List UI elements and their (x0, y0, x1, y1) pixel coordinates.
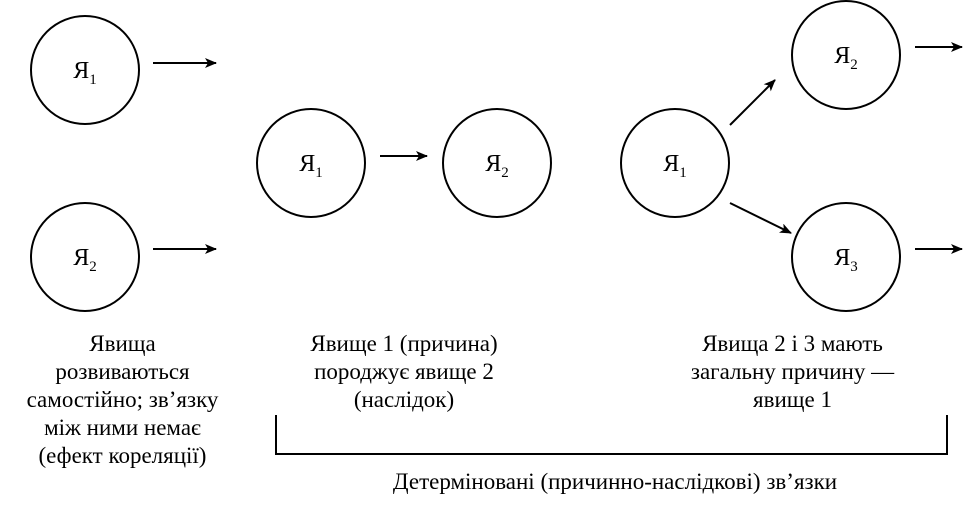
svg-text:Я2: Я2 (73, 245, 97, 275)
svg-text:Я1: Я1 (73, 58, 97, 88)
caption-causal: Явище 1 (причина) породжує явище 2 (насл… (310, 331, 498, 412)
node-ya1-independent: Я1 (30, 15, 140, 125)
svg-text:Я2: Я2 (834, 43, 858, 73)
arrow-ya1-to-ya2-branch (729, 79, 776, 126)
deterministic-bracket (275, 415, 948, 455)
node-ya2-effect: Я2 (442, 108, 552, 218)
arrow-ya1-to-ya3-branch (729, 202, 792, 234)
bracket-label: Детерміновані (причинно-наслідкові) зв’я… (392, 469, 838, 494)
node-ya1-cause: Я1 (256, 108, 366, 218)
node-ya2-independent: Я2 (30, 202, 140, 312)
caption-independent: Явища розвиваються самостійно; зв’язку м… (26, 331, 219, 468)
svg-text:Я2: Я2 (485, 151, 509, 181)
node-ya2-common: Я2 (791, 0, 901, 110)
node-ya3-common: Я3 (791, 202, 901, 312)
svg-text:Я1: Я1 (299, 151, 323, 181)
node-ya1-common-cause: Я1 (620, 108, 730, 218)
svg-text:Я1: Я1 (663, 151, 687, 181)
svg-text:Я3: Я3 (834, 245, 858, 275)
caption-common-cause: Явища 2 і 3 мають загальну причину — яви… (690, 331, 895, 412)
